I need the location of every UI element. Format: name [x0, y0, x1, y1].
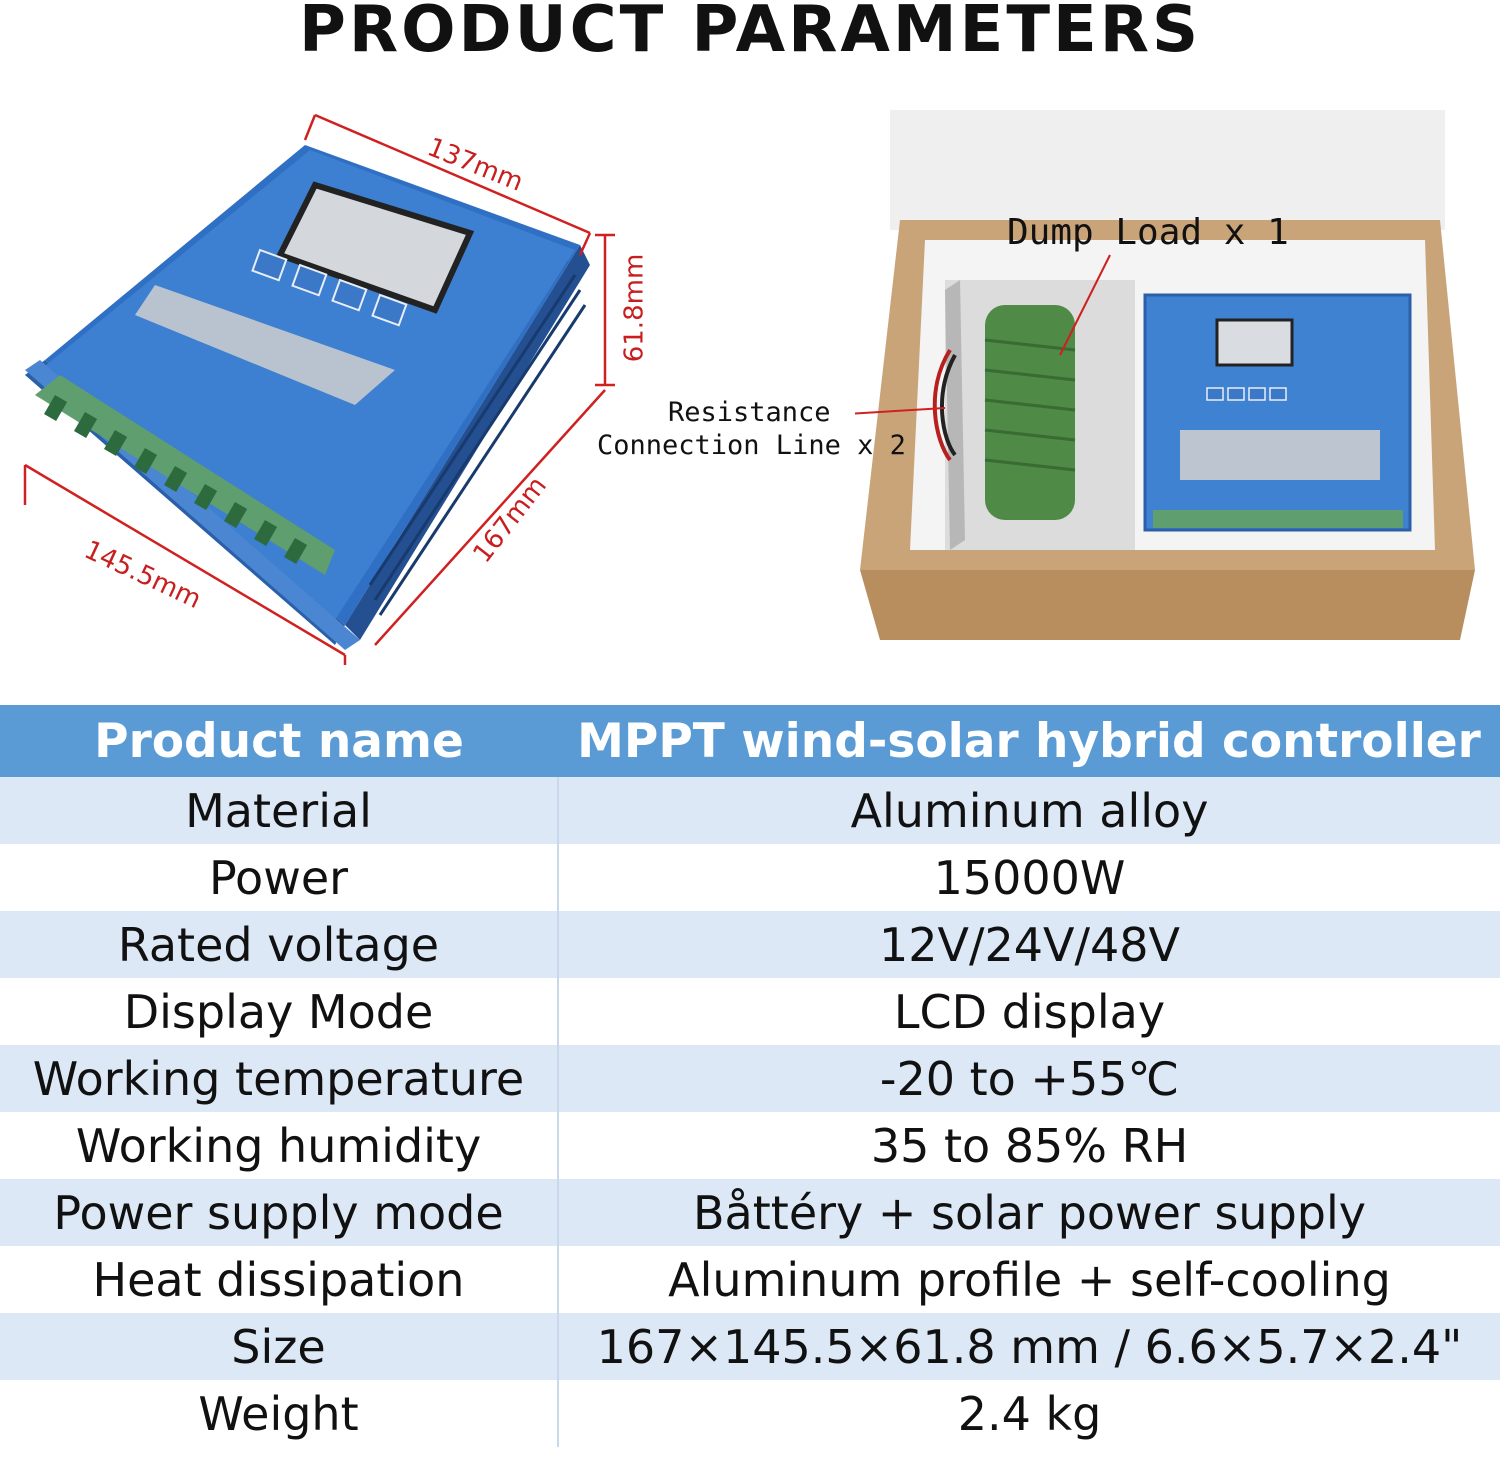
spec-label: Working temperature: [0, 1045, 559, 1112]
spec-label: Heat dissipation: [0, 1246, 559, 1313]
spec-label: Power: [0, 844, 559, 911]
table-header-row: Product name MPPT wind-solar hybrid cont…: [0, 705, 1500, 777]
product-name-value: MPPT wind-solar hybrid controller: [558, 705, 1500, 777]
table-row: Size 167×145.5×61.8 mm / 6.6×5.7×2.4": [0, 1313, 1500, 1380]
table-row: Display Mode LCD display: [0, 978, 1500, 1045]
table-row: Heat dissipation Aluminum profile + self…: [0, 1246, 1500, 1313]
spec-value: 167×145.5×61.8 mm / 6.6×5.7×2.4": [558, 1313, 1500, 1380]
table-row: Power 15000W: [0, 844, 1500, 911]
spec-value: Båttéry + solar power supply: [558, 1179, 1500, 1246]
spec-value: 2.4 kg: [558, 1380, 1500, 1447]
spec-value: 35 to 85% RH: [558, 1112, 1500, 1179]
controller-illustration: [23, 113, 615, 665]
package-contents-photo: Dump Load x 1: [829, 110, 1485, 655]
table-row: Rated voltage 12V/24V/48V: [0, 911, 1500, 978]
table-row: Working temperature -20 to +55℃: [0, 1045, 1500, 1112]
controller-dimension-photo: 137mm 61.8mm 167mm 145.5mm: [15, 105, 665, 675]
package-illustration: [829, 110, 1475, 640]
spec-value: Aluminum alloy: [558, 777, 1500, 844]
table-row: Material Aluminum alloy: [0, 777, 1500, 844]
spec-value: -20 to +55℃: [558, 1045, 1500, 1112]
spec-label: Size: [0, 1313, 559, 1380]
table-row: Working humidity 35 to 85% RH: [0, 1112, 1500, 1179]
resistance-callout-line2: Connection Line x 2: [597, 430, 906, 461]
spec-label: Power supply mode: [0, 1179, 559, 1246]
spec-label: Weight: [0, 1380, 559, 1447]
spec-value: 12V/24V/48V: [558, 911, 1500, 978]
page-title: PRODUCT PARAMETERS: [298, 0, 1202, 67]
spec-label: Rated voltage: [0, 911, 559, 978]
spec-label: Material: [0, 777, 559, 844]
spec-value: LCD display: [558, 978, 1500, 1045]
spec-label: Working humidity: [0, 1112, 559, 1179]
resistance-callout-line1: Resistance: [668, 397, 831, 428]
table-row: Power supply mode Båttéry + solar power …: [0, 1179, 1500, 1246]
spec-value: 15000W: [558, 844, 1500, 911]
spec-value: Aluminum profile + self-cooling: [558, 1246, 1500, 1313]
spec-table: Product name MPPT wind-solar hybrid cont…: [0, 705, 1500, 1447]
height-dimension-label: 61.8mm: [619, 253, 650, 363]
product-name-label: Product name: [0, 705, 558, 777]
dump-load-callout: Dump Load x 1: [1007, 212, 1289, 253]
table-row: Weight 2.4 kg: [0, 1380, 1500, 1447]
spec-label: Display Mode: [0, 978, 559, 1045]
